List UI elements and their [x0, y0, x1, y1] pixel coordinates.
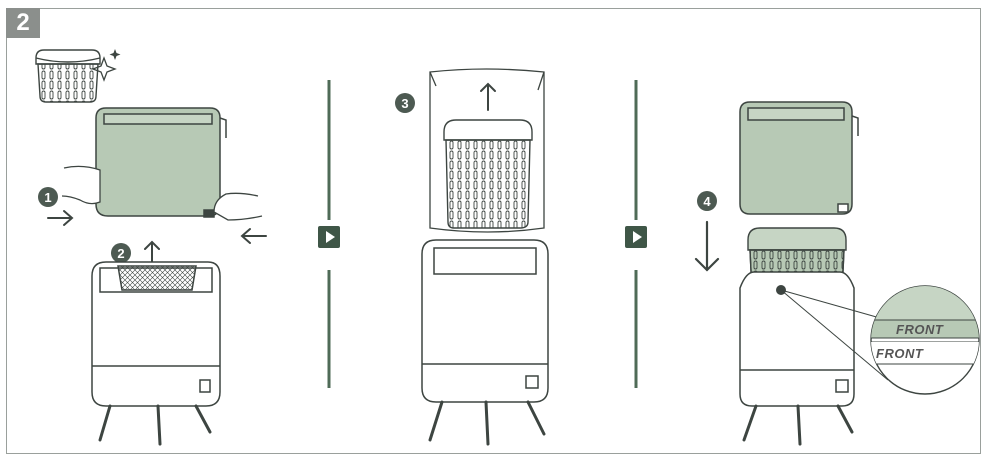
purifier-cover-green [95, 107, 227, 218]
play-icon [318, 226, 340, 248]
filter-bag [429, 68, 545, 233]
play-icon [625, 226, 647, 248]
purifier-base-3 [739, 271, 855, 446]
arrow-left-icon [240, 228, 267, 244]
svg-text:FRONT: FRONT [876, 346, 924, 361]
svg-text:4: 4 [703, 194, 711, 209]
svg-text:2: 2 [117, 246, 124, 261]
callout-2: 2 [111, 243, 131, 263]
purifier-cover-green-2 [739, 101, 859, 215]
arrow-up-icon [480, 82, 496, 111]
filter-cartridge [443, 119, 533, 229]
hands-illustration [61, 165, 263, 221]
svg-text:1: 1 [44, 190, 51, 205]
callout-4: 4 [697, 191, 717, 211]
purifier-base-1 [91, 261, 221, 446]
divider-2 [625, 80, 647, 388]
arrow-down-icon [694, 220, 720, 272]
step-number-badge: 2 [6, 8, 40, 38]
svg-text:FRONT: FRONT [896, 322, 944, 337]
divider-1 [318, 80, 340, 388]
front-label-detail: FRONT FRONT [870, 285, 980, 395]
zoom-marker [776, 285, 889, 381]
svg-text:3: 3 [401, 96, 408, 111]
callout-3: 3 [395, 93, 415, 113]
arrow-right-icon [47, 210, 74, 226]
callout-1: 1 [38, 187, 58, 207]
purifier-base-2 [421, 239, 549, 446]
sparkle-icon [91, 49, 121, 82]
clean-filter-icon [35, 49, 101, 103]
